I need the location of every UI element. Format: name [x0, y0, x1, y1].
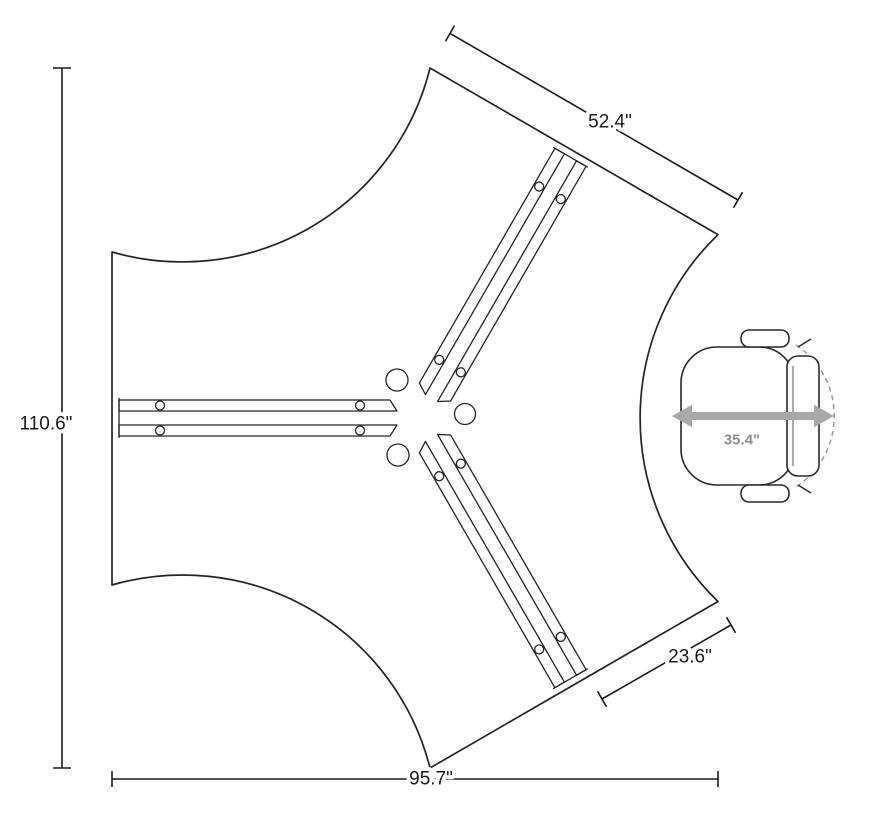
- cable-port: [434, 471, 445, 482]
- dimension-label-worksurface: 52.4": [588, 112, 632, 133]
- cable-port: [555, 193, 566, 205]
- cable-port: [434, 354, 445, 365]
- cable-port: [555, 631, 566, 643]
- chair-caster: [797, 484, 812, 494]
- grommet-hole: [386, 443, 410, 467]
- dimension-return-edge: 23.6": [596, 616, 737, 708]
- cable-port: [354, 400, 366, 411]
- chair-armrest-bottom: [740, 484, 790, 503]
- divider-panel-upper-right: [418, 146, 589, 403]
- cable-port: [455, 458, 466, 469]
- chair-armrest-top: [740, 329, 790, 348]
- dimension-overall-width: 95.7": [111, 765, 719, 794]
- double-headed-arrow-icon: [672, 404, 834, 428]
- dimension-worksurface-edge: 52.4": [444, 25, 744, 209]
- dimension-label-width: 95.7": [409, 769, 453, 790]
- cable-port: [154, 400, 166, 411]
- cable-port: [455, 367, 466, 378]
- dimension-label-height: 110.6": [20, 414, 73, 435]
- cable-port: [154, 425, 166, 436]
- divider-panels: [118, 146, 589, 690]
- grommet-hole: [453, 402, 477, 426]
- desk-outline: [111, 67, 719, 769]
- dimension-tick: [725, 616, 737, 634]
- divider-panel-lower-right: [418, 433, 589, 690]
- dimension-tick: [732, 191, 744, 209]
- dimension-tick: [444, 25, 456, 42]
- dimension-overall-height: 110.6": [16, 67, 76, 769]
- dimension-tick: [596, 690, 608, 708]
- cable-port: [534, 644, 545, 655]
- cable-port: [534, 181, 545, 192]
- chair-caster: [797, 338, 812, 348]
- chair-clearance-label: 35.4": [724, 432, 760, 449]
- divider-panel-left: [118, 398, 398, 438]
- grommet-hole: [385, 368, 409, 392]
- office-chair-top-view-icon: 35.4": [672, 329, 836, 503]
- dimension-label-return: 23.6": [668, 647, 712, 668]
- cable-port: [354, 425, 366, 436]
